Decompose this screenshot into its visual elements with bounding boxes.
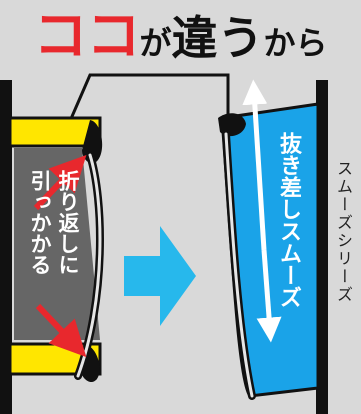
- smooth-label: 抜き差しスムーズ: [276, 132, 301, 308]
- right-panel: [218, 79, 328, 414]
- straight-board-highlight: [224, 132, 254, 398]
- headline-particle: が: [139, 24, 172, 62]
- headline: ココが違うから: [0, 0, 361, 72]
- gray-interior: [14, 148, 100, 340]
- transition-arrow: [124, 226, 196, 326]
- series-label: スムーズシリーズ: [334, 160, 353, 304]
- snag-arrow-bottom: [35, 303, 87, 358]
- left-rail: [0, 80, 12, 414]
- headline-main: 違う: [171, 11, 264, 65]
- headline-tail: から: [263, 24, 328, 62]
- headline-emphasis: ココ: [33, 4, 140, 67]
- left-panel: [0, 80, 104, 414]
- slide-arrow-down: [256, 249, 282, 343]
- callout-line: [65, 73, 230, 129]
- curved-board-highlight: [76, 153, 102, 378]
- snag-arrow-top: [33, 154, 87, 211]
- snag-label: 折り返しに 引っかかる: [28, 170, 80, 275]
- slide-arrow-up: [242, 79, 268, 251]
